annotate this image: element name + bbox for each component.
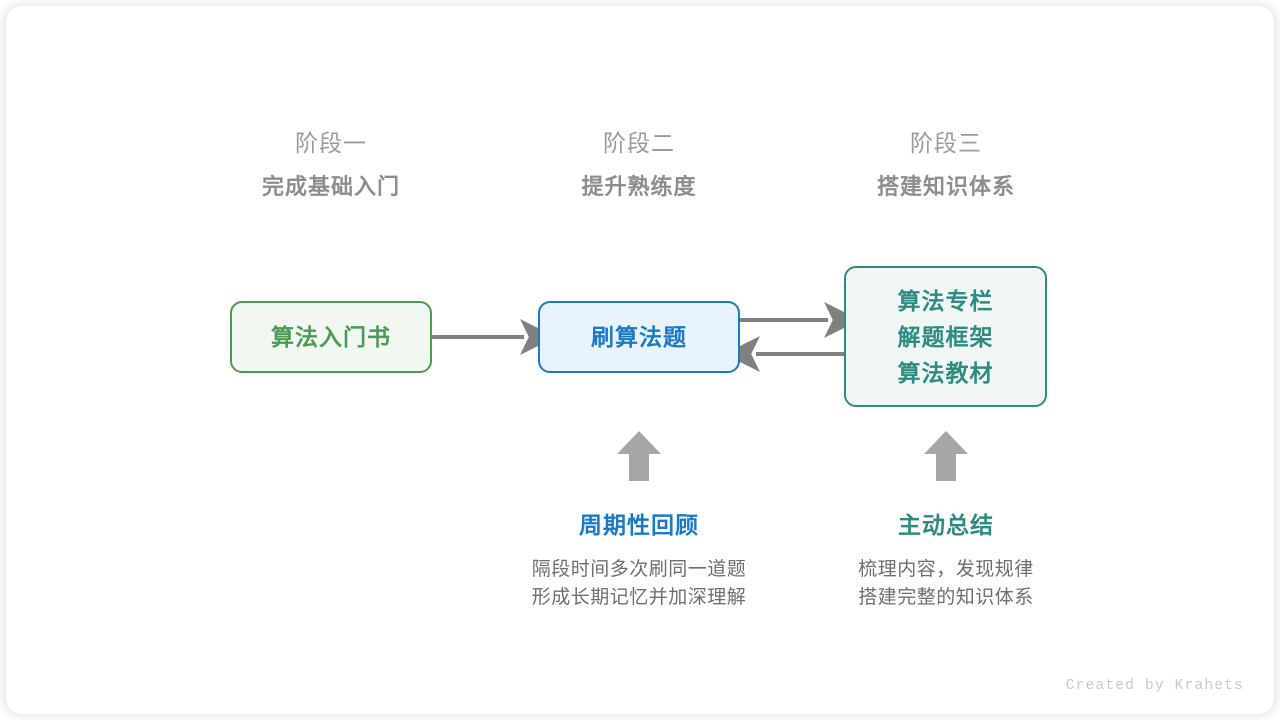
stage-header-3: 阶段三 搭建知识体系 (816, 128, 1076, 203)
stage-header-2: 阶段二 提升熟练度 (509, 128, 769, 203)
annotation-summary-title: 主动总结 (898, 512, 994, 538)
up-arrow-icon-summary (924, 431, 968, 481)
node-book-line-1: 算法入门书 (271, 324, 391, 350)
annotation-review-desc-line-2: 形成长期记忆并加深理解 (531, 587, 747, 608)
node-algorithm-intro-book[interactable]: 算法入门书 (230, 301, 432, 373)
stage-2-title: 提升熟练度 (581, 174, 697, 199)
annotation-review-desc: 隔段时间多次刷同一道题 形成长期记忆并加深理解 (489, 556, 789, 612)
stage-header-1: 阶段一 完成基础入门 (201, 128, 461, 203)
annotation-summary-desc-line-2: 搭建完整的知识体系 (858, 587, 1034, 608)
node-resources-line-2: 解题框架 (897, 323, 994, 350)
footer-credit: Created by Krahets (1065, 678, 1244, 694)
stage-1-phase: 阶段一 (295, 130, 367, 156)
arrow-practice-to-resources (740, 302, 860, 338)
node-resources-line-3: 算法教材 (897, 359, 994, 386)
annotation-summary-desc: 梳理内容，发现规律 搭建完整的知识体系 (796, 556, 1096, 612)
up-arrow-icon-review (617, 431, 661, 481)
annotation-active-summary: 主动总结 梳理内容，发现规律 搭建完整的知识体系 (796, 510, 1096, 612)
node-learning-resources[interactable]: 算法专栏 解题框架 算法教材 (844, 266, 1047, 407)
stage-1-title: 完成基础入门 (261, 174, 400, 199)
node-practice-line-1: 刷算法题 (591, 324, 687, 350)
node-resources-line-1: 算法专栏 (897, 287, 994, 314)
annotation-review-title: 周期性回顾 (579, 512, 699, 538)
arrow-resources-to-practice (724, 336, 844, 372)
stage-3-phase: 阶段三 (910, 130, 982, 156)
annotation-review-desc-line-1: 隔段时间多次刷同一道题 (531, 559, 747, 580)
stage-3-title: 搭建知识体系 (876, 174, 1015, 199)
annotation-summary-desc-line-1: 梳理内容，发现规律 (858, 559, 1034, 580)
arrow-book-to-practice (432, 319, 556, 355)
annotation-periodic-review: 周期性回顾 隔段时间多次刷同一道题 形成长期记忆并加深理解 (489, 510, 789, 612)
node-practice-problems[interactable]: 刷算法题 (538, 301, 740, 373)
stage-2-phase: 阶段二 (603, 130, 675, 156)
